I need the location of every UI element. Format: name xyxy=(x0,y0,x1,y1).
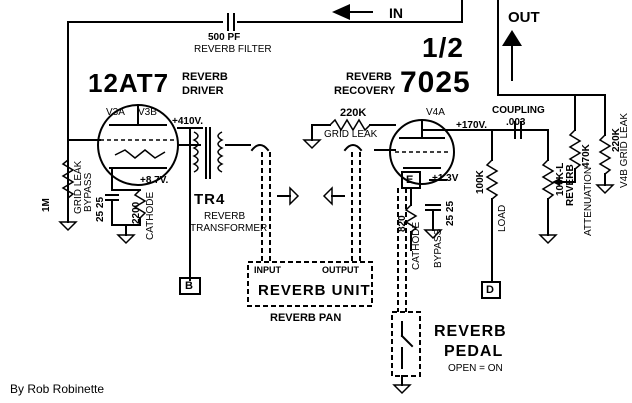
open-on-label: OPEN = ON xyxy=(448,363,503,374)
plus87-label: +8.7V. xyxy=(140,175,169,186)
reverb-driver-line1: REVERB xyxy=(182,71,228,83)
reverb-filter-capacitor xyxy=(227,13,235,31)
load-resistor xyxy=(481,129,501,299)
reverb-pan-label: REVERB PAN xyxy=(270,312,342,324)
node-b-label: B xyxy=(185,280,193,292)
grid-leak-resistor xyxy=(58,159,78,232)
reverb-pot-label: REVERB xyxy=(565,164,576,206)
grid-leak-2-label: GRID LEAK xyxy=(324,129,378,140)
v4a-tube xyxy=(389,119,521,185)
reverb-driver-line2: DRIVER xyxy=(182,85,224,97)
cathode-2-label: CATHODE xyxy=(411,221,422,270)
in-label: IN xyxy=(389,5,403,21)
plus170-label: +170V. xyxy=(456,120,488,131)
reverb-filter-label: REVERB FILTER xyxy=(194,44,272,55)
reverb-transformer xyxy=(177,127,251,295)
reverb-transformer-line1: REVERB xyxy=(204,211,246,222)
cap-003-label: .003 xyxy=(506,117,526,128)
output-label: OUTPUT xyxy=(322,265,359,275)
cap-25-25-label: 25 25 xyxy=(95,196,106,222)
reverb-transformer-line2: TRANSFORMER xyxy=(190,223,268,234)
reverb-filter-value: 500 PF xyxy=(208,32,241,43)
reverb-pedal-line2: PEDAL xyxy=(444,343,504,360)
res-1m-label: 1M xyxy=(41,198,52,212)
v4b-grid-leak-label: V4B GRID LEAK xyxy=(619,112,630,188)
reverb-pedal-line1: REVERB xyxy=(434,323,507,340)
load-label: LOAD xyxy=(497,204,508,232)
v3-cathode-network xyxy=(105,169,147,245)
grid-leak-220k xyxy=(302,118,396,151)
node-d-label: D xyxy=(486,284,494,296)
bypass-label: BYPASS xyxy=(83,172,94,212)
reverb-pedal-wiring xyxy=(391,188,421,395)
v3b-label: V3B xyxy=(138,107,157,118)
cathode-label: CATHODE xyxy=(145,191,156,240)
cap-25-25-2-label: 25 25 xyxy=(445,200,456,226)
v4b-grid-leak-resistor xyxy=(595,94,615,195)
res-100k-label: 100K xyxy=(475,170,486,194)
credit-text: By Rob Robinette xyxy=(10,382,105,396)
reverb-tank-wiring xyxy=(247,144,373,307)
v4a-cathode-network xyxy=(401,171,447,251)
attenuation-resistor xyxy=(568,129,582,183)
half-label: 1/2 xyxy=(422,32,464,63)
res-820-label: 820 xyxy=(397,215,408,232)
plus410-label: +410V. xyxy=(172,116,204,127)
reverb-pot xyxy=(538,129,576,245)
plus13-label: +1.3V xyxy=(432,173,459,184)
res-2200-label: 2200 xyxy=(131,201,142,224)
out-label: OUT xyxy=(508,9,540,26)
output-wire xyxy=(497,0,606,131)
bypass-2-label: BYPASS xyxy=(433,228,444,268)
coupling-capacitor xyxy=(514,121,549,139)
input-wire xyxy=(67,0,463,221)
reverb-recovery-line2: RECOVERY xyxy=(334,85,396,97)
in-arrow xyxy=(332,4,373,20)
reverb-recovery-line1: REVERB xyxy=(346,71,392,83)
res-470k-label: 470K xyxy=(581,144,592,168)
coupling-label: COUPLING xyxy=(492,105,545,116)
v3a-label: V3A xyxy=(106,107,125,118)
tube-12at7-label: 12AT7 xyxy=(88,68,170,98)
tube-7025-label: 7025 xyxy=(400,66,471,99)
node-e-label: E xyxy=(406,174,414,186)
attenuation-label: ATTENUATION xyxy=(583,166,594,236)
reverb-unit-label: REVERB UNIT xyxy=(258,282,371,299)
v4a-label: V4A xyxy=(426,107,445,118)
input-label: INPUT xyxy=(254,265,281,275)
tr4-label: TR4 xyxy=(194,191,226,208)
res-220k-label: 220K xyxy=(340,107,367,119)
